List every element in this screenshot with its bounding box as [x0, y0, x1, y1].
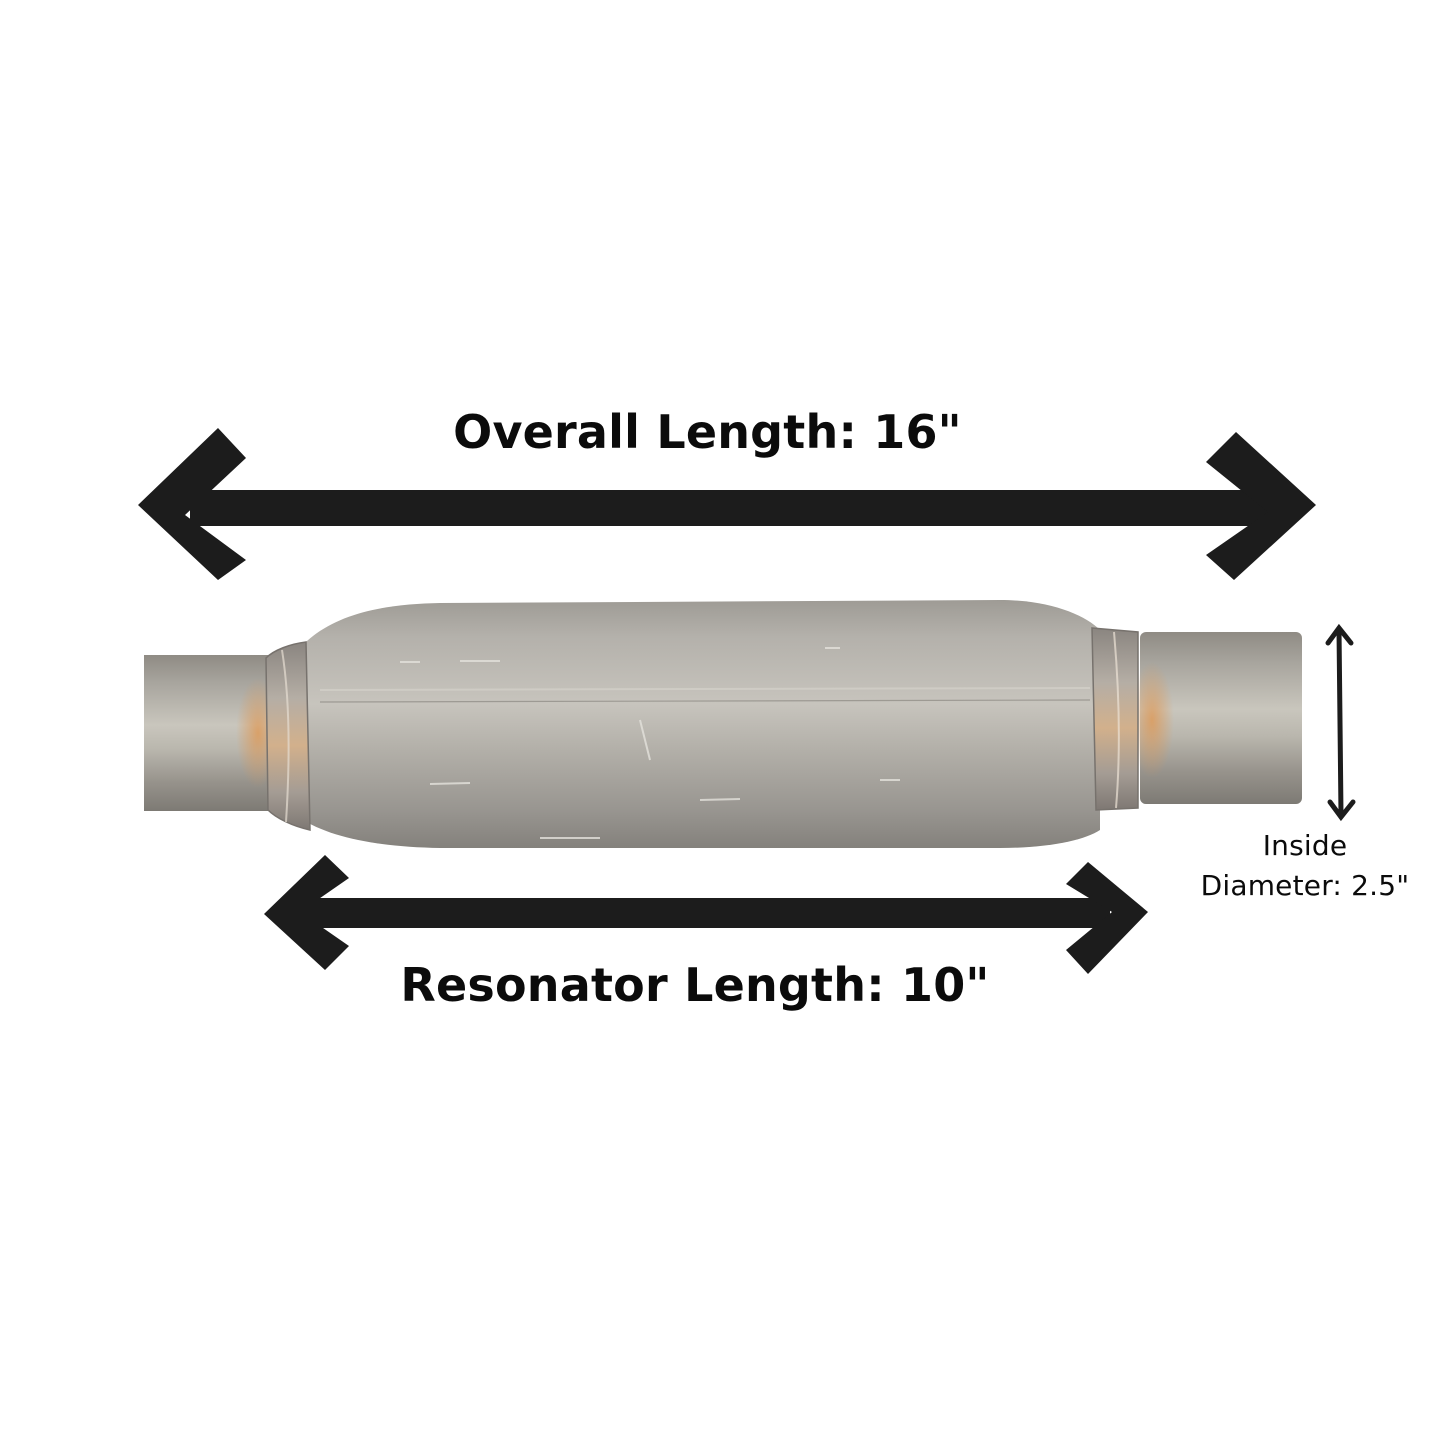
- inside-diameter-arrow: [1325, 623, 1356, 822]
- right-weld-seam: [1091, 627, 1139, 811]
- resonator-body: [300, 600, 1100, 848]
- resonator-length-label: Resonator Length: 10": [400, 958, 990, 1012]
- inside-diameter-label: Inside Diameter: 2.5": [1180, 826, 1430, 906]
- right-outlet-pipe: [1130, 632, 1302, 804]
- overall-length-label: Overall Length: 16": [453, 405, 962, 459]
- left-inlet-pipe: [144, 655, 280, 811]
- resonator-length-arrow: [264, 855, 1148, 974]
- left-weld-seam: [265, 641, 311, 831]
- inside-diameter-label-line1: Inside: [1262, 829, 1348, 862]
- inside-diameter-label-line2: Diameter: 2.5": [1200, 869, 1410, 902]
- overall-length-arrow: [138, 428, 1316, 580]
